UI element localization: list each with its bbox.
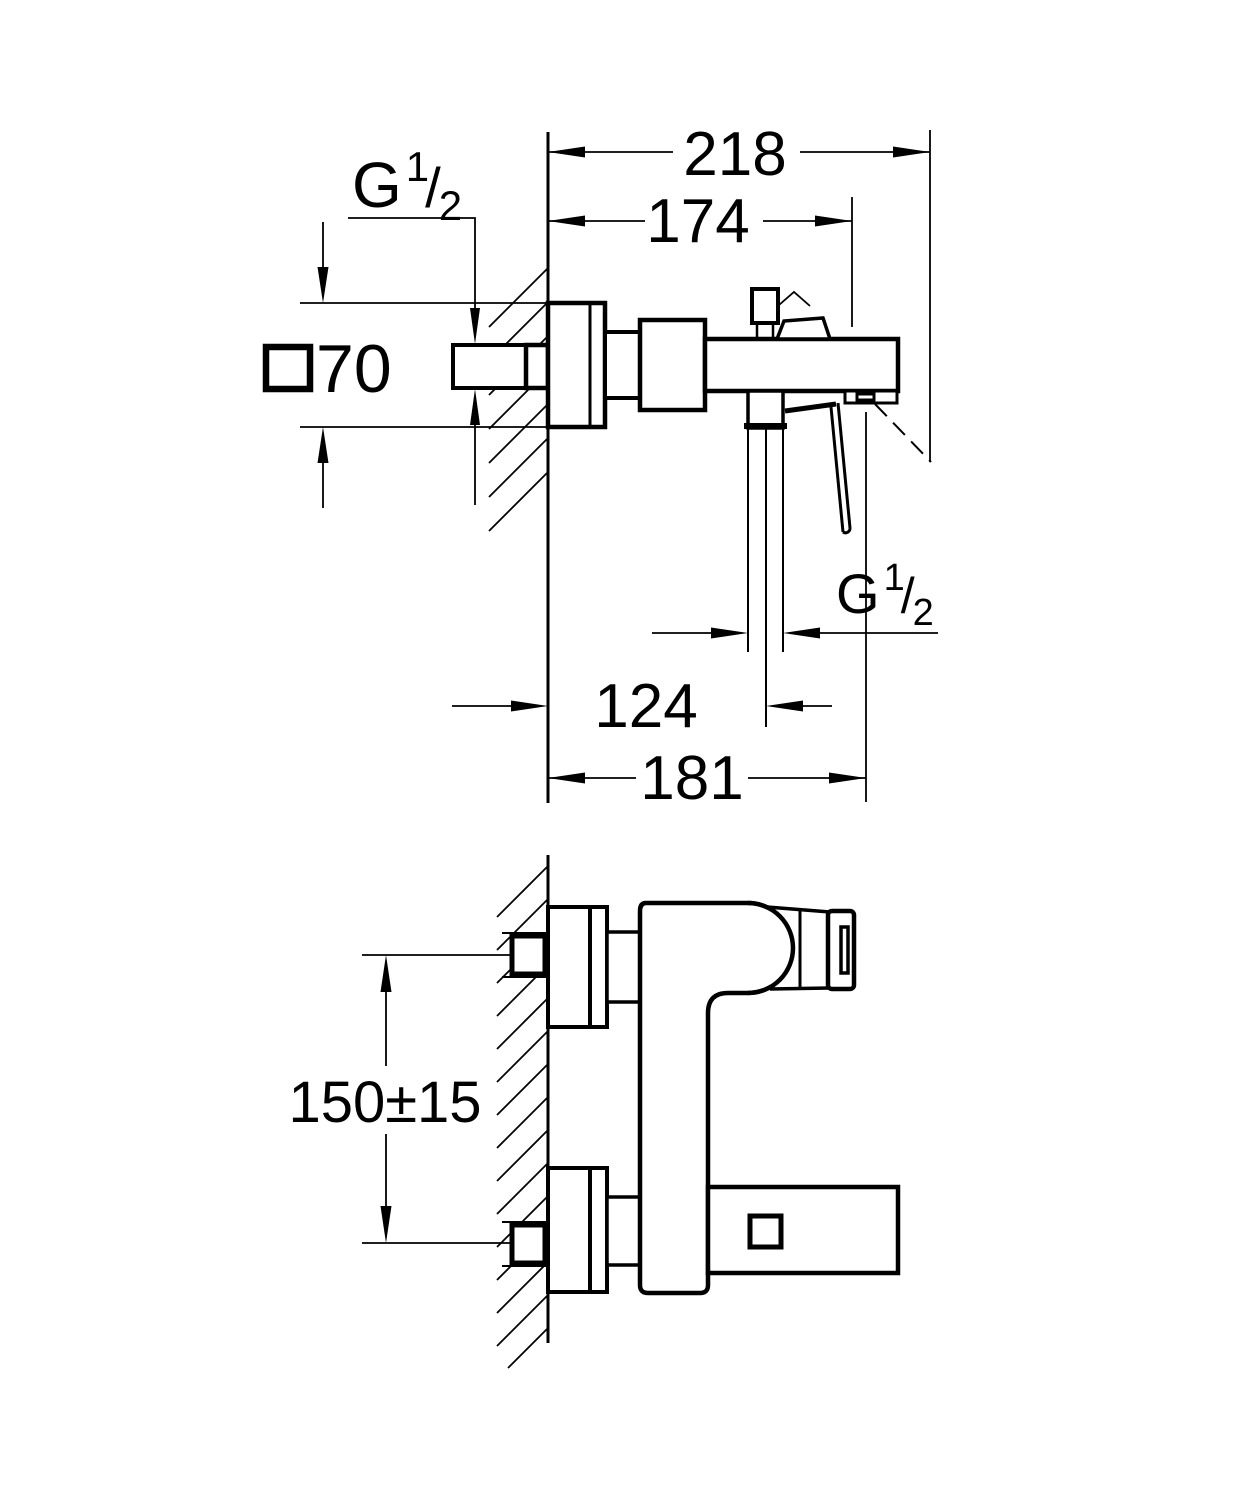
dimension-inlet-centers: 150±15 [288, 954, 513, 1244]
arrowhead-down-icon [470, 308, 480, 344]
water-stream-dashed-line [874, 403, 932, 463]
mixer-body-side [545, 287, 932, 727]
lever-blade-tip [842, 527, 852, 535]
lever-blade-left [829, 406, 845, 533]
upper-escutcheon-ring [588, 905, 609, 1029]
top-view-side-section: 218 174 G1/2 70 [262, 120, 938, 813]
body-end-dome-arc [747, 900, 796, 996]
dim-174-label: 174 [646, 187, 749, 256]
dim-150-label: 150±15 [288, 1070, 481, 1135]
mixer-body-front [546, 900, 901, 1296]
front-view: 150±15 [288, 855, 901, 1369]
upper-union-nut [509, 933, 548, 977]
lower-nipple [605, 1195, 642, 1267]
arrowhead-up-icon [470, 389, 480, 425]
arrowhead-down-icon [380, 1206, 392, 1243]
arrowhead-left-icon [548, 772, 585, 784]
arrowhead-down-icon [317, 267, 329, 303]
arrowhead-left-icon [548, 146, 585, 158]
lower-union-nut [509, 1222, 548, 1266]
hose-connector-block [746, 389, 785, 430]
diverter-knob [750, 287, 780, 325]
leader-line [348, 217, 476, 310]
arrowhead-left-icon [783, 627, 820, 639]
square-symbol-icon [262, 343, 314, 393]
inlet-union-nut [523, 342, 551, 391]
inlet-connections-front [502, 932, 552, 1267]
dimension-inlet-thread: G1/2 [348, 143, 480, 505]
arrowhead-up-icon [380, 955, 392, 992]
upper-escutcheon [546, 905, 592, 1029]
inlet-pipe-side [451, 342, 551, 391]
dimension-outlet-offset: 124 [452, 672, 832, 741]
dimension-handle-depth: 174 [548, 187, 853, 327]
arrowhead-right-icon [829, 772, 866, 784]
arrowhead-up-icon [317, 427, 329, 463]
arrowhead-right-icon [711, 627, 748, 639]
dim-124-label: 124 [594, 672, 697, 741]
lower-escutcheon [546, 1166, 592, 1294]
dimension-overall-depth: 218 [548, 120, 931, 462]
dimension-escutcheon-size: 70 [262, 222, 548, 508]
arrowhead-right-icon [511, 700, 548, 712]
valve-block-side [637, 317, 708, 413]
dim-70-label: 70 [316, 331, 392, 407]
lever-cone-bottom [769, 986, 831, 991]
dim-181-label: 181 [640, 744, 743, 813]
bath-spout [705, 1184, 901, 1276]
lever-arm-top [784, 401, 837, 414]
arrowhead-right-icon [893, 146, 930, 158]
wall-hatching [488, 267, 549, 532]
escutcheon-side [545, 300, 608, 430]
arrowhead-left-icon [548, 215, 585, 227]
dimension-spout-depth: 181 [548, 412, 867, 813]
wall-section-front [496, 855, 550, 1369]
aerator-slot [855, 392, 876, 402]
handle-alt-position-mark [778, 290, 811, 307]
dim-218-label: 218 [683, 120, 786, 189]
arrowhead-left-icon [766, 700, 803, 712]
upper-nipple [605, 930, 642, 1004]
arrowhead-right-icon [815, 215, 852, 227]
connection-nipple-side [603, 330, 642, 400]
inlet-thread-label: G1/2 [352, 143, 462, 229]
lever-base-side [774, 316, 833, 341]
lever-grip-slot [839, 925, 850, 975]
lower-escutcheon-ring [588, 1166, 609, 1294]
spout-square-aperture [747, 1213, 784, 1250]
lever-blade-right [836, 402, 852, 529]
wall-section-side [488, 132, 550, 803]
spout-bar-side [702, 336, 901, 394]
